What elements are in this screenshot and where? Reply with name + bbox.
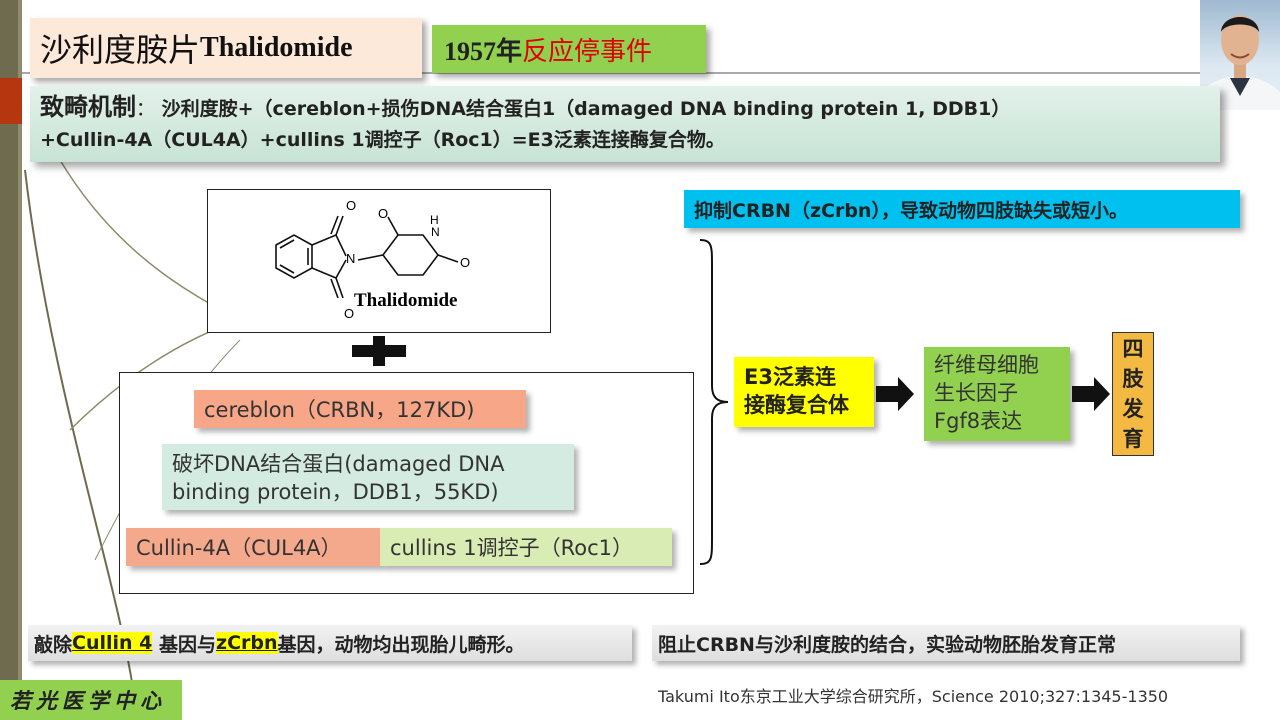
page-title: 沙利度胺片 Thalidomide bbox=[30, 18, 422, 78]
ddb1-line1: 破坏DNA结合蛋白(damaged DNA bbox=[172, 452, 505, 476]
component-cul4a: Cullin-4A（CUL4A） bbox=[126, 528, 380, 566]
atom-o-top: O bbox=[346, 198, 356, 213]
knockout-note: 敲除 Cullin 4 基因与 zCrbn 基因，动物均出现胎儿畸形。 bbox=[28, 625, 632, 661]
event-name: 反应停事件 bbox=[522, 36, 653, 67]
mechanism-box: 致畸机制： 沙利度胺+（cereblon+损伤DNA结合蛋白1（damaged … bbox=[30, 86, 1220, 162]
inhibit-note: 抑制CRBN（zCrbn），导致动物四肢缺失或短小。 bbox=[684, 190, 1240, 228]
limb-char: 肢 bbox=[1122, 367, 1144, 391]
knockout-p2: 基因与 bbox=[152, 633, 217, 656]
event-label: 1957年 反应停事件 bbox=[432, 25, 706, 73]
mechanism-line2: +Cullin-4A（CUL4A）+cullins 1调控子（Roc1）=E3泛… bbox=[40, 129, 725, 151]
component-crbn: cereblon（CRBN，127KD) bbox=[194, 390, 526, 428]
e3-complex-box: E3泛素连 接酶复合体 bbox=[734, 357, 874, 427]
citation: Takumi Ito东京工业大学综合研究所，Science 2010;327:1… bbox=[658, 687, 1169, 706]
left-bar-inner bbox=[18, 0, 22, 720]
e3-line1: E3泛素连 bbox=[744, 365, 836, 389]
limb-char: 四 bbox=[1122, 337, 1144, 361]
fgf-line3: Fgf8表达 bbox=[934, 409, 1023, 433]
fgf-line2: 生长因子 bbox=[934, 381, 1018, 405]
limb-development-box: 四 肢 发 育 bbox=[1112, 332, 1154, 456]
brace-icon bbox=[699, 239, 729, 565]
molecule-name: Thalidomide bbox=[354, 290, 457, 311]
ddb1-line2: binding protein，DDB1，55KD) bbox=[172, 480, 499, 504]
fgf8-box: 纤维母细胞 生长因子 Fgf8表达 bbox=[924, 347, 1070, 441]
knockout-p3: 基因，动物均出现胎儿畸形。 bbox=[277, 633, 525, 656]
arrow-right-icon bbox=[876, 377, 914, 411]
event-year: 1957年 bbox=[444, 36, 523, 66]
mechanism-colon: ： bbox=[136, 98, 156, 120]
atom-n-left: N bbox=[346, 251, 355, 266]
left-bar bbox=[0, 0, 18, 720]
mechanism-label: 致畸机制 bbox=[40, 93, 136, 121]
fgf-line1: 纤维母细胞 bbox=[934, 353, 1039, 377]
thalidomide-structure: O N O O N H O Thalidomide bbox=[275, 198, 470, 321]
limb-char: 发 bbox=[1122, 397, 1144, 421]
knockout-p1: 敲除 bbox=[34, 633, 73, 656]
atom-o-far: O bbox=[460, 255, 470, 270]
center-badge: 若光医学中心 bbox=[0, 680, 182, 720]
atom-o-right: O bbox=[378, 206, 388, 221]
component-roc1: cullins 1调控子（Roc1） bbox=[380, 528, 672, 566]
arrow-right-icon-2 bbox=[1072, 377, 1110, 411]
knockout-gene-zcrbn: zCrbn bbox=[216, 632, 278, 654]
atom-h: H bbox=[430, 213, 439, 227]
molecule-box: O N O O N H O Thalidomide bbox=[207, 189, 551, 333]
atom-n-right: N bbox=[431, 225, 440, 239]
mechanism-line1: 沙利度胺+（cereblon+损伤DNA结合蛋白1（damaged DNA bi… bbox=[161, 98, 1011, 120]
header-divider bbox=[22, 72, 1280, 74]
block-binding-note: 阻止CRBN与沙利度胺的结合，实验动物胚胎发育正常 bbox=[652, 625, 1240, 661]
plus-icon bbox=[373, 336, 385, 366]
atom-o-bottom: O bbox=[344, 306, 354, 321]
title-zh: 沙利度胺片 bbox=[40, 31, 201, 69]
title-en: Thalidomide bbox=[200, 32, 353, 63]
limb-char: 育 bbox=[1122, 427, 1144, 451]
knockout-gene-cullin: Cullin 4 bbox=[72, 632, 153, 654]
person-portrait-icon bbox=[1200, 15, 1280, 110]
component-ddb1: 破坏DNA结合蛋白(damaged DNA binding protein，DD… bbox=[162, 444, 574, 510]
e3-line2: 接酶复合体 bbox=[744, 393, 849, 417]
accent-marker bbox=[0, 78, 22, 124]
